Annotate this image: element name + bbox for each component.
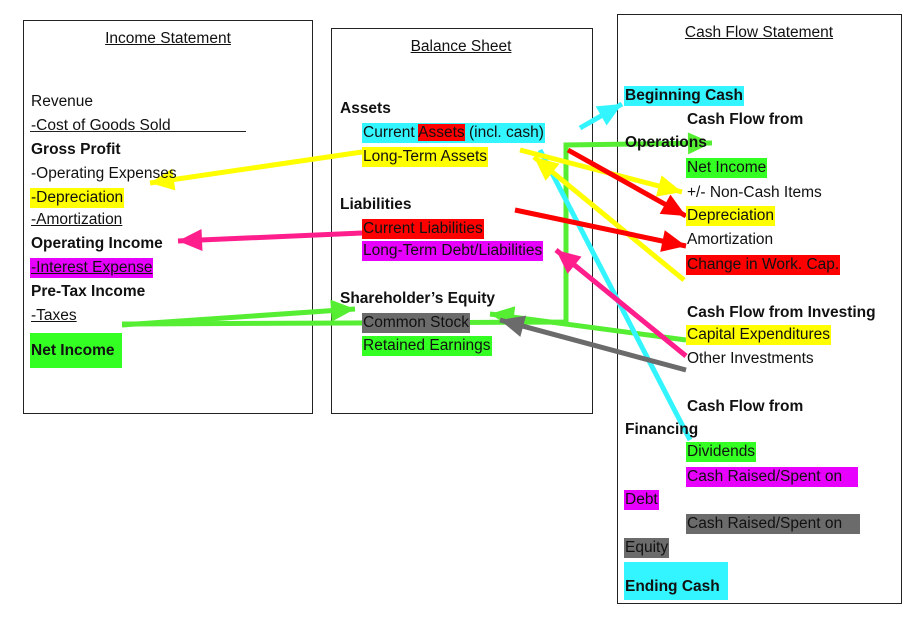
common-stock: Common Stock xyxy=(362,313,470,333)
arrowhead xyxy=(178,228,203,251)
cff-heading-2: Financing xyxy=(625,421,699,438)
gross-profit: Gross Profit xyxy=(31,141,121,158)
arrowhead xyxy=(687,132,712,155)
cogs: -Cost of Goods Sold xyxy=(31,117,171,134)
liabilities: Liabilities xyxy=(340,196,412,213)
retained-earnings: Retained Earnings xyxy=(362,336,492,356)
arrow-ca-to-wc xyxy=(566,147,688,219)
capex: Capital Expenditures xyxy=(686,325,832,345)
current-assets: Current Assets (incl. cash) xyxy=(362,123,545,143)
cash-flow-title: Cash Flow Statement xyxy=(684,24,834,41)
cfo-heading-2: Operations xyxy=(625,134,707,151)
balance-sheet-box xyxy=(331,28,593,414)
cf-net-income: Net Income xyxy=(686,158,768,178)
shareholders-equity: Shareholder’s Equity xyxy=(340,290,496,307)
current-assets-a: Current xyxy=(363,124,419,141)
current-assets-c: (incl. cash) xyxy=(464,124,544,141)
dividends: Dividends xyxy=(686,442,757,462)
arrowhead xyxy=(595,104,622,126)
cfi-heading: Cash Flow from Investing xyxy=(687,304,876,321)
arrow-capex-to-lta xyxy=(532,155,686,282)
arrowhead xyxy=(500,315,527,337)
equity-raised-2: Equity xyxy=(624,538,670,558)
interest-expense: -Interest Expense xyxy=(30,258,154,278)
arrowhead xyxy=(660,230,686,252)
long-term-debt: Long-Term Debt/Liabilities xyxy=(362,241,544,261)
amortization: -Amortization xyxy=(31,211,123,228)
arrowhead xyxy=(330,299,355,322)
beginning-cash: Beginning Cash xyxy=(624,86,744,106)
arrow-cl-to-wc xyxy=(514,207,687,252)
arrow-cash-to-beginning xyxy=(578,101,624,131)
divider xyxy=(30,131,246,132)
arrowhead xyxy=(556,250,582,274)
arrow-netincome-to-cfo xyxy=(121,132,713,327)
current-assets-b: Assets xyxy=(418,124,465,141)
working-capital: Change in Work. Cap. xyxy=(686,255,841,275)
arrowhead xyxy=(150,168,176,191)
depreciation: -Depreciation xyxy=(30,188,125,208)
arrow-ltd-to-interest xyxy=(177,228,363,251)
arrow-lta-to-depreciation xyxy=(149,149,363,191)
cf-depreciation: Depreciation xyxy=(686,206,776,226)
income-statement-box xyxy=(23,20,313,414)
revenue: Revenue xyxy=(31,93,94,110)
pre-tax-income: Pre-Tax Income xyxy=(31,283,146,300)
net-income: Net Income xyxy=(30,333,122,368)
cash-flow-box xyxy=(617,14,902,604)
cf-amortization: Amortization xyxy=(687,231,774,248)
other-investments: Other Investments xyxy=(687,350,814,367)
debt-raised-2: Debt xyxy=(624,490,659,510)
non-cash-items: +/- Non-Cash Items xyxy=(687,184,822,201)
arrowhead xyxy=(659,194,686,216)
cff-heading-1: Cash Flow from xyxy=(687,398,804,415)
arrow-debt-to-ltd xyxy=(554,248,688,358)
current-liabilities: Current Liabilities xyxy=(362,219,484,239)
arrow-equity-to-stock xyxy=(499,315,687,373)
income-title: Income Statement xyxy=(105,30,231,47)
arrowhead xyxy=(534,157,560,181)
debt-raised-1: Cash Raised/Spent on xyxy=(686,467,858,487)
taxes: -Taxes xyxy=(31,307,77,324)
cfo-heading-1: Cash Flow from xyxy=(687,111,804,128)
equity-raised-1: Cash Raised/Spent on xyxy=(686,514,860,534)
balance-title: Balance Sheet xyxy=(410,38,512,55)
long-term-assets: Long-Term Assets xyxy=(362,147,489,167)
ending-cash: Ending Cash xyxy=(624,562,728,600)
assets: Assets xyxy=(340,100,391,117)
arrowhead xyxy=(656,175,682,197)
operating-expenses: -Operating Expenses xyxy=(31,165,177,182)
operating-income: Operating Income xyxy=(31,235,163,252)
